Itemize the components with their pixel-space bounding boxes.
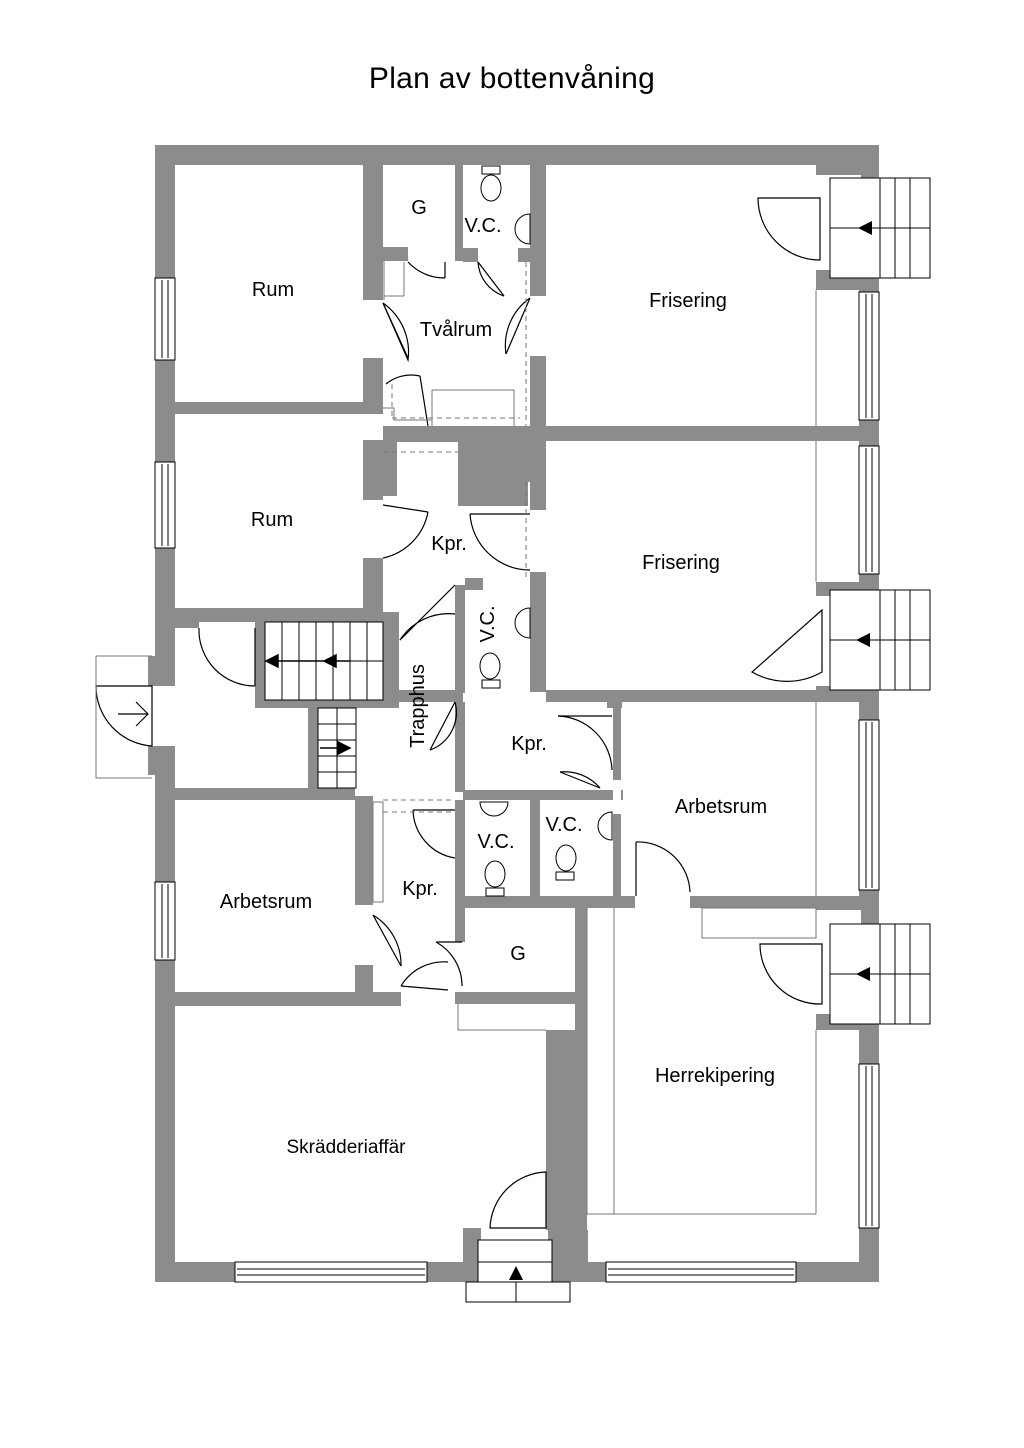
room-label-skradderiaffar: Skrädderiaffär (287, 1137, 407, 1158)
room-label-vc-1: V.C. (464, 215, 501, 237)
room-label-rum-2: Rum (251, 509, 293, 531)
room-label-g-2: G (510, 943, 526, 965)
room-label-arbetsrum-2: Arbetsrum (675, 796, 767, 818)
toilet-icon (479, 165, 577, 897)
room-label-rum-1: Rum (252, 279, 294, 301)
room-label-arbetsrum-1: Arbetsrum (220, 891, 312, 913)
room-label-kpr-3: Kpr. (402, 878, 438, 900)
room-label-tvalrum: Tvålrum (420, 319, 492, 341)
plan-title: Plan av bottenvåning (368, 62, 656, 95)
door-swings (95, 197, 823, 1229)
room-label-trapphus: Trapphus (407, 664, 429, 748)
dashed-lines (383, 262, 527, 813)
room-label-frisering-2: Frisering (642, 552, 720, 574)
thin-lines (95, 260, 817, 1215)
room-label-vc-4: V.C. (545, 814, 582, 836)
stair-arrows (264, 653, 352, 756)
room-label-frisering-1: Frisering (649, 290, 727, 312)
exterior-steps (465, 177, 931, 1303)
room-label-kpr-1: Kpr. (431, 533, 467, 555)
room-label-herrekipering: Herrekipering (655, 1065, 775, 1087)
exterior-step-arrows (509, 221, 872, 1280)
room-label-kpr-2: Kpr. (511, 733, 547, 755)
room-label-vc-2: V.C. (477, 605, 499, 642)
sink-icon (479, 213, 613, 841)
entrance-arrow (118, 701, 149, 727)
windows (154, 277, 880, 1283)
room-label-g-1: G (411, 197, 427, 219)
room-label-vc-3: V.C. (477, 831, 514, 853)
door-openings (148, 175, 861, 1282)
room-labels: Rum Rum G V.C. Tvålrum Frisering Friseri… (220, 197, 775, 1158)
